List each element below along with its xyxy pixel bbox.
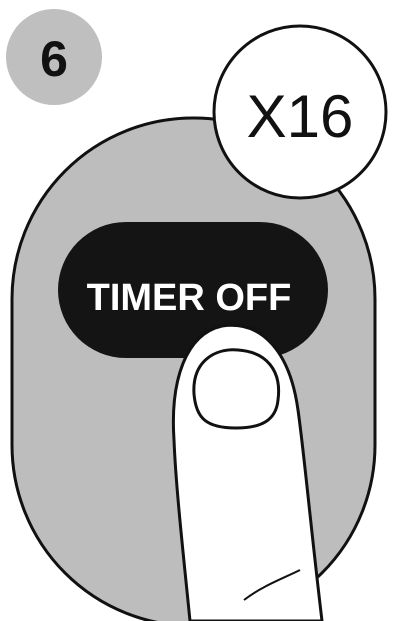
- timer-off-button-label: TIMER OFF: [87, 277, 292, 319]
- fingernail-shape: [194, 350, 279, 428]
- timer-off-button: TIMER OFF: [58, 222, 328, 358]
- press-count-bubble: X16: [214, 26, 386, 198]
- step-number: 6: [40, 31, 68, 87]
- step-badge: 6: [6, 9, 102, 105]
- press-count-label: X16: [247, 83, 354, 150]
